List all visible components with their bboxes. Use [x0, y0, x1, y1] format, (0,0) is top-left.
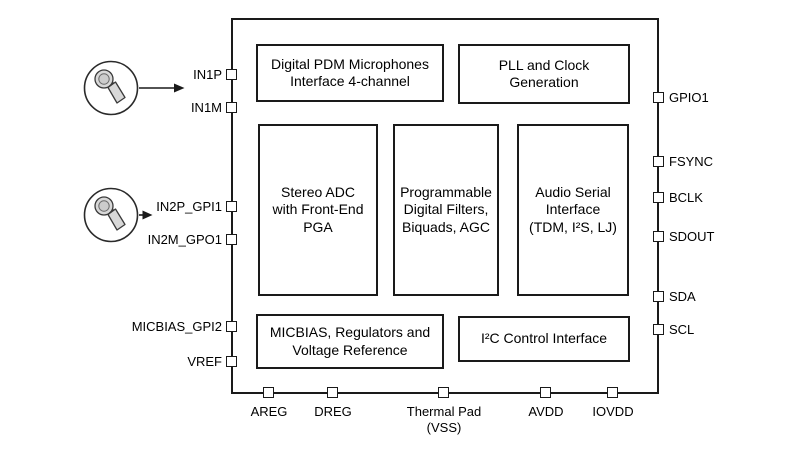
block-i2c-control: I²C Control Interface: [458, 316, 630, 362]
pin-sda: [653, 291, 664, 302]
pin-in1m: [226, 102, 237, 113]
pin-vref: [226, 356, 237, 367]
block-digital-filters: Programmable Digital Filters, Biquads, A…: [393, 124, 499, 296]
pin-label-in2p-gpi1: IN2P_GPI1: [156, 199, 222, 214]
microphone-icon: [83, 60, 139, 116]
block-audio-serial-interface-label: Audio Serial Interface (TDM, I²S, LJ): [529, 184, 617, 235]
pin-label-sda: SDA: [669, 289, 696, 304]
pin-label-fsync: FSYNC: [669, 154, 714, 169]
pin-iovdd: [607, 387, 618, 398]
pin-label-micbias-gpi2: MICBIAS_GPI2: [131, 319, 222, 334]
pin-dreg: [327, 387, 338, 398]
pin-scl: [653, 324, 664, 335]
block-pll-clock: PLL and Clock Generation: [458, 44, 630, 104]
pin-label-avdd: AVDD: [528, 404, 564, 419]
block-pll-clock-label: PLL and Clock Generation: [498, 56, 590, 90]
block-micbias-regulators: MICBIAS, Regulators and Voltage Referenc…: [256, 314, 444, 369]
right-arrow-icon: [139, 83, 185, 93]
pin-avdd: [540, 387, 551, 398]
block-audio-serial-interface: Audio Serial Interface (TDM, I²S, LJ): [517, 124, 629, 296]
pin-micbias-gpi2: [226, 321, 237, 332]
pin-fsync: [653, 156, 664, 167]
pin-in2p-gpi1: [226, 201, 237, 212]
block-stereo-adc: Stereo ADC with Front-End PGA: [258, 124, 378, 296]
pin-thermal-pad-vss: [438, 387, 449, 398]
pin-bclk: [653, 192, 664, 203]
pin-sdout: [653, 231, 664, 242]
pin-gpio1: [653, 92, 664, 103]
pin-label-iovdd: IOVDD: [592, 404, 634, 419]
pin-label-dreg: DREG: [314, 404, 352, 419]
pin-in1p: [226, 69, 237, 80]
pin-label-gpio1: GPIO1: [669, 90, 709, 105]
block-micbias-regulators-label: MICBIAS, Regulators and Voltage Referenc…: [269, 324, 431, 358]
right-arrow-icon: [139, 210, 153, 220]
pin-label-vref: VREF: [187, 354, 222, 369]
pin-label-in2m-gpo1: IN2M_GPO1: [147, 232, 222, 247]
microphone-icon: [83, 187, 139, 243]
pin-label-areg: AREG: [250, 404, 288, 419]
pin-label-thermal-pad-vss: Thermal Pad (VSS): [406, 404, 482, 435]
pin-label-sdout: SDOUT: [669, 229, 715, 244]
pin-in2m-gpo1: [226, 234, 237, 245]
block-pdm-interface: Digital PDM Microphones Interface 4-chan…: [256, 44, 444, 102]
block-stereo-adc-label: Stereo ADC with Front-End PGA: [272, 184, 364, 235]
pin-areg: [263, 387, 274, 398]
pin-label-in1p: IN1P: [193, 67, 222, 82]
block-i2c-control-label: I²C Control Interface: [480, 330, 608, 347]
pin-label-bclk: BCLK: [669, 190, 703, 205]
block-digital-filters-label: Programmable Digital Filters, Biquads, A…: [400, 184, 492, 235]
block-pdm-interface-label: Digital PDM Microphones Interface 4-chan…: [271, 55, 429, 89]
pin-label-in1m: IN1M: [190, 100, 222, 115]
pin-label-scl: SCL: [669, 322, 695, 337]
